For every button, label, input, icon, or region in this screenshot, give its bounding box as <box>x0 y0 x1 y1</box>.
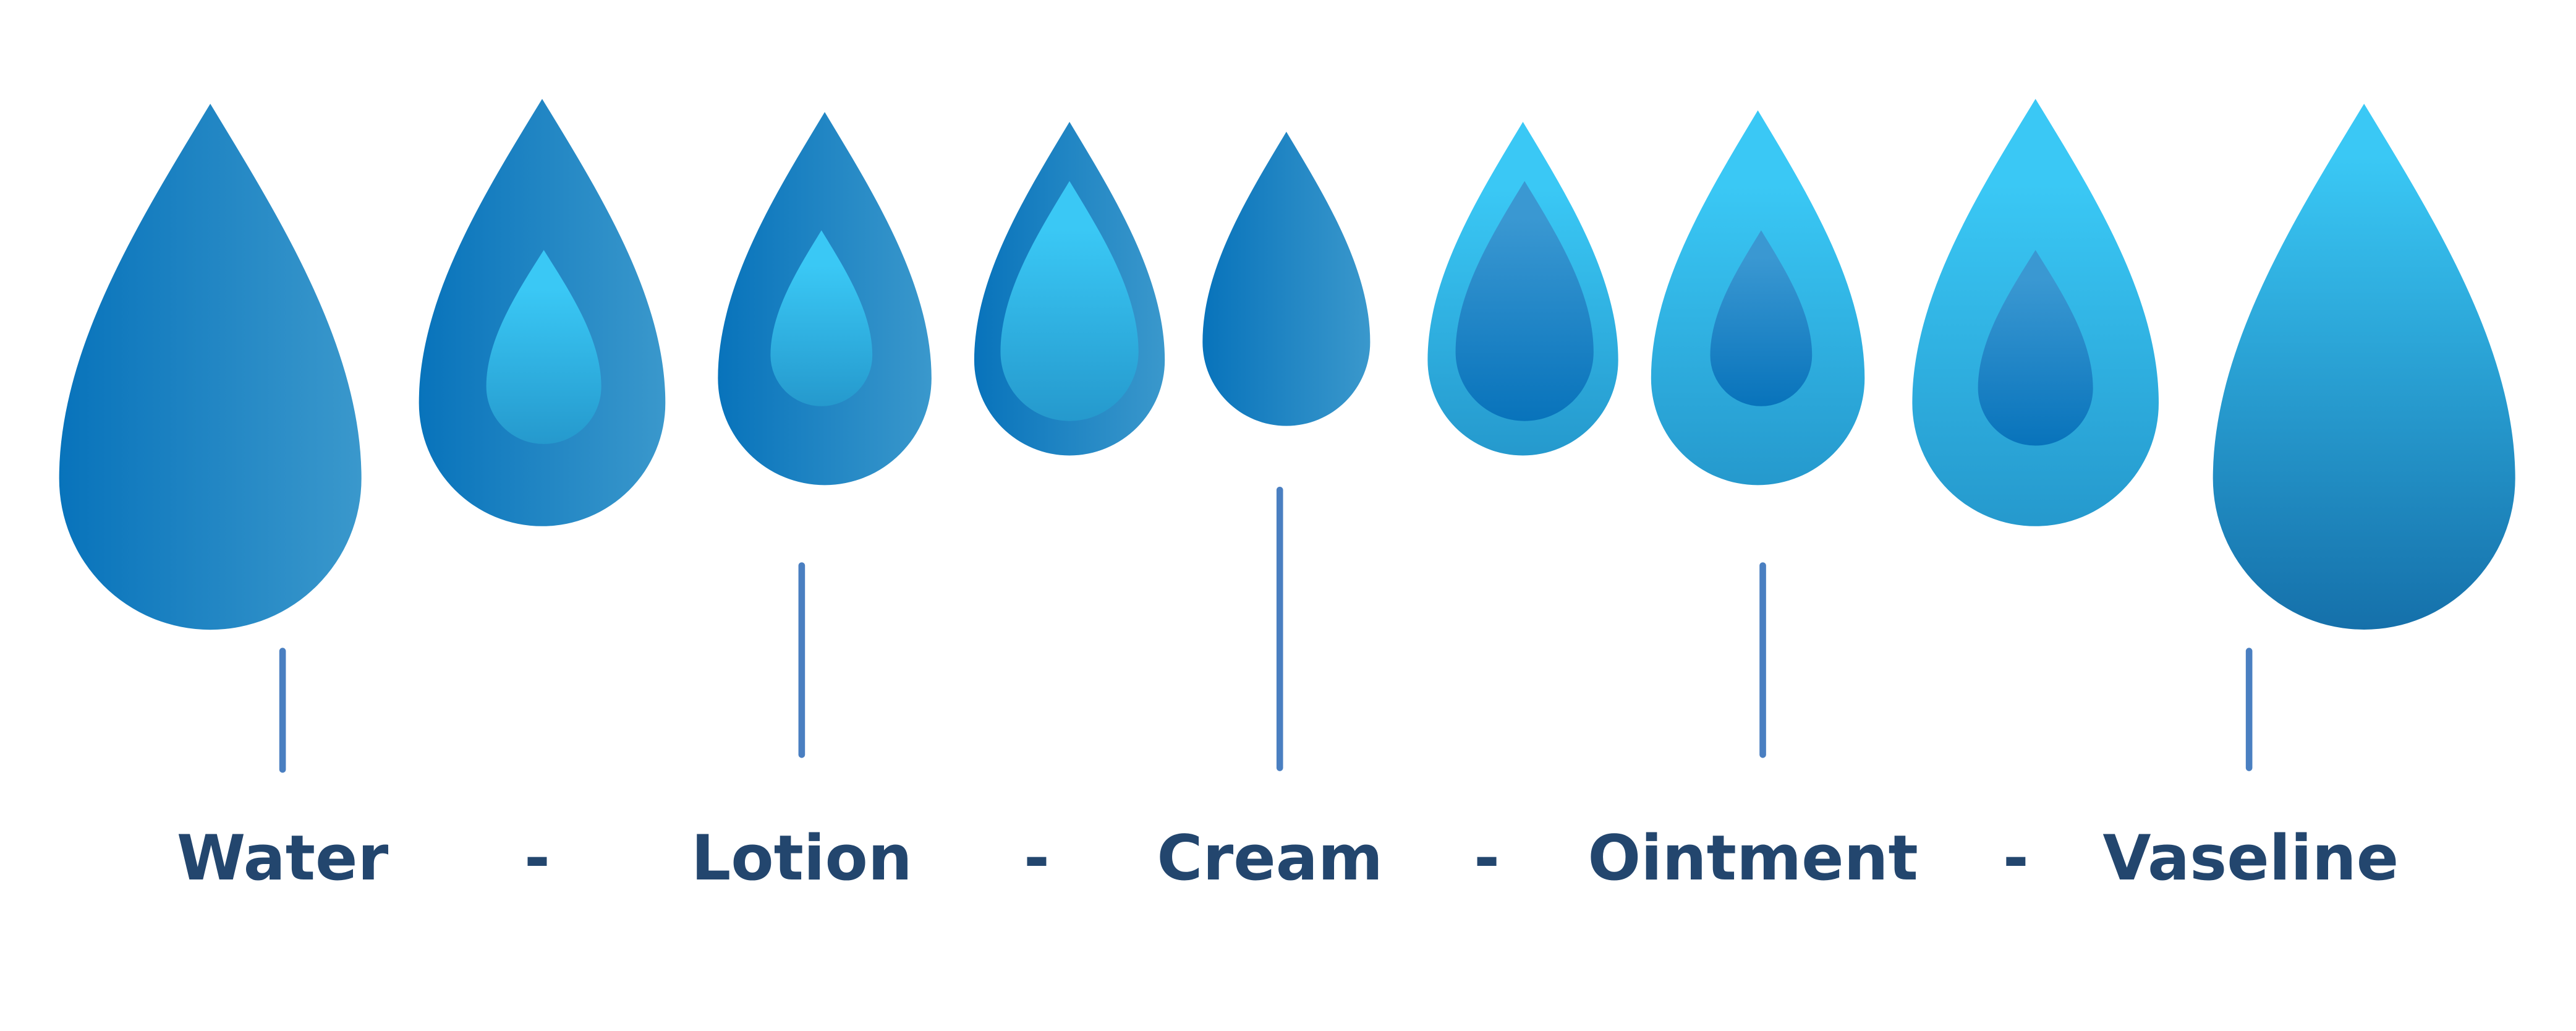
inner-drop-ointment-3-icon <box>1978 250 2093 446</box>
inner-drop-ointment-2-icon <box>1710 230 1813 406</box>
label-cream: Cream <box>1157 821 1383 894</box>
drop-vaseline-icon <box>2213 103 2515 630</box>
label-ointment: Ointment <box>1588 821 1918 894</box>
inner-drop-ointment-1-icon <box>1455 181 1594 421</box>
separator: - <box>524 821 550 894</box>
label-vaseline: Vaseline <box>2102 821 2399 894</box>
drop-water-icon <box>59 103 362 630</box>
drops-group <box>59 98 2515 630</box>
separator: - <box>1024 821 1050 894</box>
inner-drop-cream-1-icon <box>1000 181 1139 421</box>
label-lotion: Lotion <box>691 821 912 894</box>
labels-row: Water - Lotion - Cream - Ointment - Vase… <box>177 821 2399 894</box>
separator: - <box>2003 821 2029 894</box>
label-water: Water <box>177 821 389 894</box>
separator: - <box>1474 821 1500 894</box>
stems-group <box>279 486 2253 773</box>
inner-drop-lotion-1-icon <box>486 250 601 444</box>
drop-cream-2-icon <box>1202 131 1371 426</box>
inner-drop-lotion-2-icon <box>770 230 873 406</box>
